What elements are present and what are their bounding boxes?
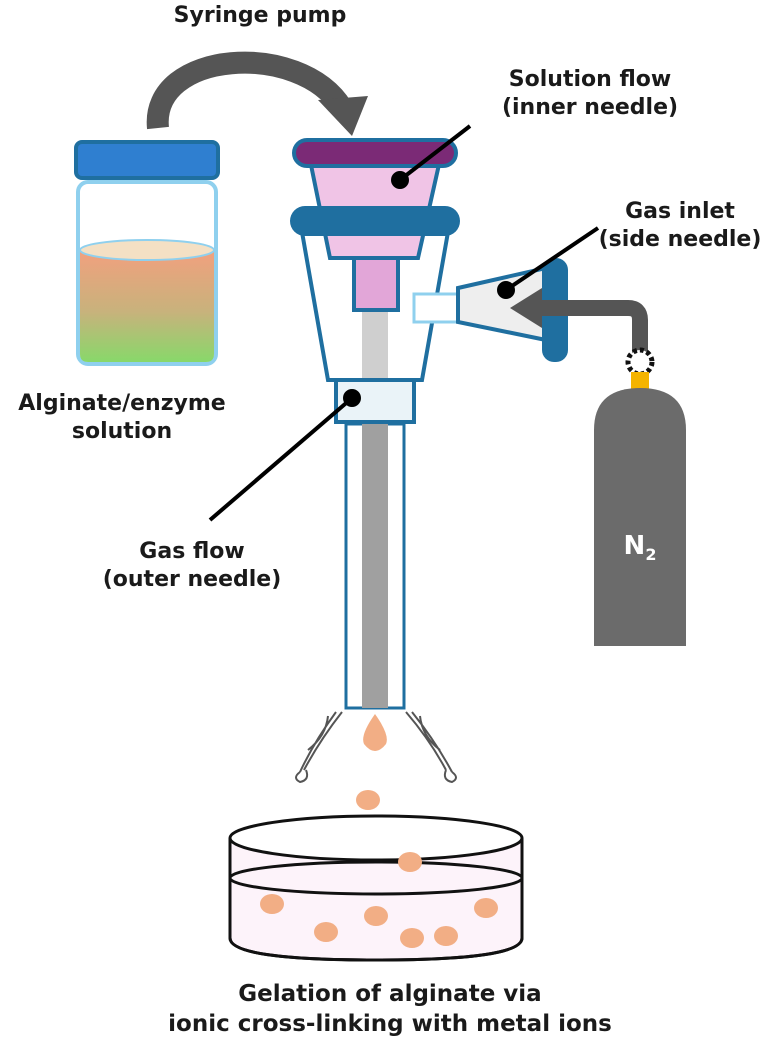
alginate-solution-label: Alginate/enzyme solution (18, 391, 226, 444)
syringe-pump-label: Syringe pump (173, 3, 347, 28)
falling-bead (356, 790, 380, 810)
gelation-label: Gelation of alginate via ionic cross-lin… (168, 981, 612, 1037)
gas-inlet-needle (412, 258, 568, 362)
nitrogen-label: N2 (623, 531, 657, 565)
gas-hose-arrow (510, 288, 648, 362)
nitrogen-subscript: 2 (645, 545, 657, 565)
leader-lines (208, 124, 600, 522)
solution-bottle (74, 140, 220, 366)
pump-arrow (146, 51, 368, 136)
inner-syringe (290, 138, 460, 312)
petri-dish (228, 814, 524, 962)
gas-cylinder (594, 347, 686, 646)
outer-needle (344, 300, 406, 710)
gas-inlet-label: Gas inlet (side needle) (598, 199, 762, 252)
forming-droplet (363, 714, 387, 751)
solution-flow-label: Solution flow (inner needle) (501, 67, 679, 120)
gas-flow-label: Gas flow (outer needle) (102, 539, 282, 592)
gas-swirls (295, 711, 457, 784)
